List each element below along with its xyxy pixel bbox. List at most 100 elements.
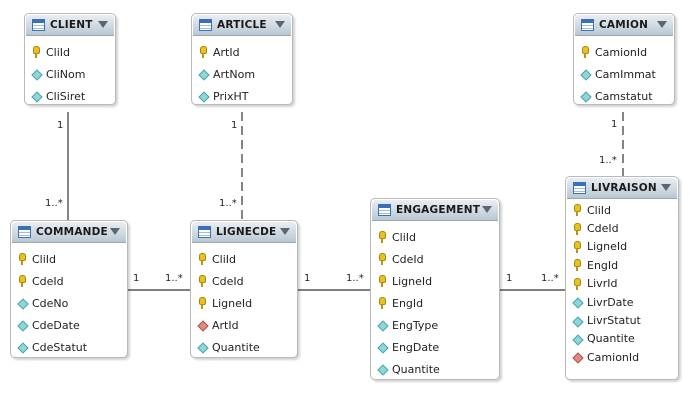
dropdown-arrow-icon[interactable]	[280, 228, 290, 235]
attribute-name: ArtId	[213, 45, 240, 59]
attribute-row[interactable]: CdeId	[371, 248, 499, 270]
attribute-row[interactable]: CliId	[11, 248, 127, 270]
attribute-name: LigneId	[587, 240, 628, 254]
attribute-row[interactable]: ArtId	[191, 314, 297, 336]
column-diamond-icon	[30, 90, 42, 102]
attribute-name: Quantite	[392, 362, 440, 376]
entity-camion-title: CAMION	[599, 19, 649, 31]
entity-camion[interactable]: CAMION CamionId CamImmat Camstatut	[573, 13, 675, 105]
entity-engagement[interactable]: ENGAGEMENT CliId CdeId LigneId EngId Eng…	[370, 198, 500, 380]
cardinality-commande-one: 1	[133, 273, 140, 284]
primary-key-icon	[376, 231, 388, 243]
primary-key-icon	[579, 46, 591, 58]
attribute-row[interactable]: CliNom	[25, 63, 115, 85]
attribute-row[interactable]: PrixHT	[192, 85, 292, 107]
primary-key-icon	[376, 297, 388, 309]
attribute-row[interactable]: Quantite	[191, 336, 297, 358]
attribute-row[interactable]: EngId	[371, 292, 499, 314]
column-diamond-icon	[16, 297, 28, 309]
entity-lignecde-header[interactable]: LIGNECDE	[192, 222, 296, 243]
attribute-row[interactable]: CdeStatut	[11, 336, 127, 358]
attribute-row[interactable]: CdeId	[11, 270, 127, 292]
attribute-name: ArtNom	[213, 67, 256, 81]
column-diamond-icon	[196, 341, 208, 353]
entity-livraison-title: LIVRAISON	[591, 182, 657, 194]
entity-engagement-header[interactable]: ENGAGEMENT	[372, 200, 498, 221]
dropdown-arrow-icon[interactable]	[110, 228, 120, 235]
attribute-row[interactable]: LivrDate	[566, 293, 678, 311]
dropdown-arrow-icon[interactable]	[482, 206, 492, 213]
dropdown-arrow-icon[interactable]	[661, 184, 671, 191]
attribute-row[interactable]: EngDate	[371, 336, 499, 358]
attribute-row[interactable]: ArtNom	[192, 63, 292, 85]
dropdown-arrow-icon[interactable]	[275, 21, 285, 28]
attribute-name: CamionId	[587, 350, 640, 364]
table-icon	[198, 226, 211, 238]
attribute-row[interactable]: CdeNo	[11, 292, 127, 314]
attribute-row[interactable]: CliSiret	[25, 85, 115, 107]
attribute-row[interactable]: LivrId	[566, 275, 678, 293]
attribute-row[interactable]: LigneId	[371, 270, 499, 292]
attribute-name: LivrDate	[587, 295, 634, 309]
primary-key-icon	[376, 253, 388, 265]
primary-key-icon	[196, 297, 208, 309]
table-icon	[581, 19, 594, 31]
entity-commande-header[interactable]: COMMANDE	[12, 222, 126, 243]
cardinality-commande-many: 1..*	[45, 198, 63, 209]
attribute-row[interactable]: Quantite	[566, 330, 678, 348]
entity-camion-header[interactable]: CAMION	[575, 15, 673, 36]
entity-client[interactable]: CLIENT CliId CliNom CliSiret	[24, 13, 116, 105]
attribute-row[interactable]: CdeDate	[11, 314, 127, 336]
attribute-name: CamionId	[595, 45, 648, 59]
attribute-name: LigneId	[392, 274, 433, 288]
foreign-key-diamond-icon	[196, 319, 208, 331]
dropdown-arrow-icon[interactable]	[98, 21, 108, 28]
attribute-name: EngDate	[392, 340, 440, 354]
column-diamond-icon	[579, 90, 591, 102]
attribute-row[interactable]: CliId	[191, 248, 297, 270]
attribute-row[interactable]: CamionId	[566, 348, 678, 366]
attribute-row[interactable]: CliId	[566, 201, 678, 219]
attribute-name: CdeId	[392, 252, 424, 266]
entity-lignecde[interactable]: LIGNECDE CliId CdeId LigneId ArtId Quant…	[190, 220, 298, 358]
entity-lignecde-title: LIGNECDE	[216, 226, 277, 238]
attribute-row[interactable]: EngType	[371, 314, 499, 336]
attribute-name: CliId	[32, 252, 57, 266]
entity-livraison-header[interactable]: LIVRAISON	[567, 178, 677, 199]
attribute-row[interactable]: LivrStatut	[566, 311, 678, 329]
entity-livraison[interactable]: LIVRAISON CliId CdeId LigneId EngId Livr…	[565, 176, 679, 380]
cardinality-lignecde-many-left: 1..*	[165, 273, 183, 284]
attribute-row[interactable]: Camstatut	[574, 85, 674, 107]
entity-commande[interactable]: COMMANDE CliId CdeId CdeNo CdeDate CdeSt…	[10, 220, 128, 358]
attribute-row[interactable]: CliId	[371, 226, 499, 248]
attribute-row[interactable]: ArtId	[192, 41, 292, 63]
primary-key-icon	[30, 46, 42, 58]
column-diamond-icon	[376, 341, 388, 353]
entity-client-header[interactable]: CLIENT	[26, 15, 114, 36]
attribute-row[interactable]: CamionId	[574, 41, 674, 63]
column-diamond-icon	[376, 363, 388, 375]
primary-key-icon	[571, 204, 583, 217]
attribute-name: CdeNo	[32, 296, 69, 310]
cardinality-client-one: 1	[57, 120, 64, 131]
cardinality-engagement-many: 1..*	[346, 273, 364, 284]
attribute-row[interactable]: CamImmat	[574, 63, 674, 85]
attribute-row[interactable]: LigneId	[566, 238, 678, 256]
entity-article-header[interactable]: ARTICLE	[193, 15, 291, 36]
attribute-row[interactable]: CliId	[25, 41, 115, 63]
column-diamond-icon	[571, 296, 583, 308]
attribute-row[interactable]: Quantite	[371, 358, 499, 380]
attribute-name: CdeId	[212, 274, 244, 288]
attribute-row[interactable]: CdeId	[191, 270, 297, 292]
primary-key-icon	[16, 275, 28, 287]
entity-article[interactable]: ARTICLE ArtId ArtNom PrixHT	[191, 13, 293, 105]
cardinality-lignecde-many-top: 1..*	[219, 198, 237, 209]
attribute-row[interactable]: EngId	[566, 256, 678, 274]
attribute-row[interactable]: LigneId	[191, 292, 297, 314]
primary-key-icon	[376, 275, 388, 287]
attribute-row[interactable]: CdeId	[566, 219, 678, 237]
table-icon	[378, 204, 391, 216]
column-diamond-icon	[571, 315, 583, 327]
dropdown-arrow-icon[interactable]	[657, 21, 667, 28]
attribute-name: Camstatut	[595, 89, 653, 103]
